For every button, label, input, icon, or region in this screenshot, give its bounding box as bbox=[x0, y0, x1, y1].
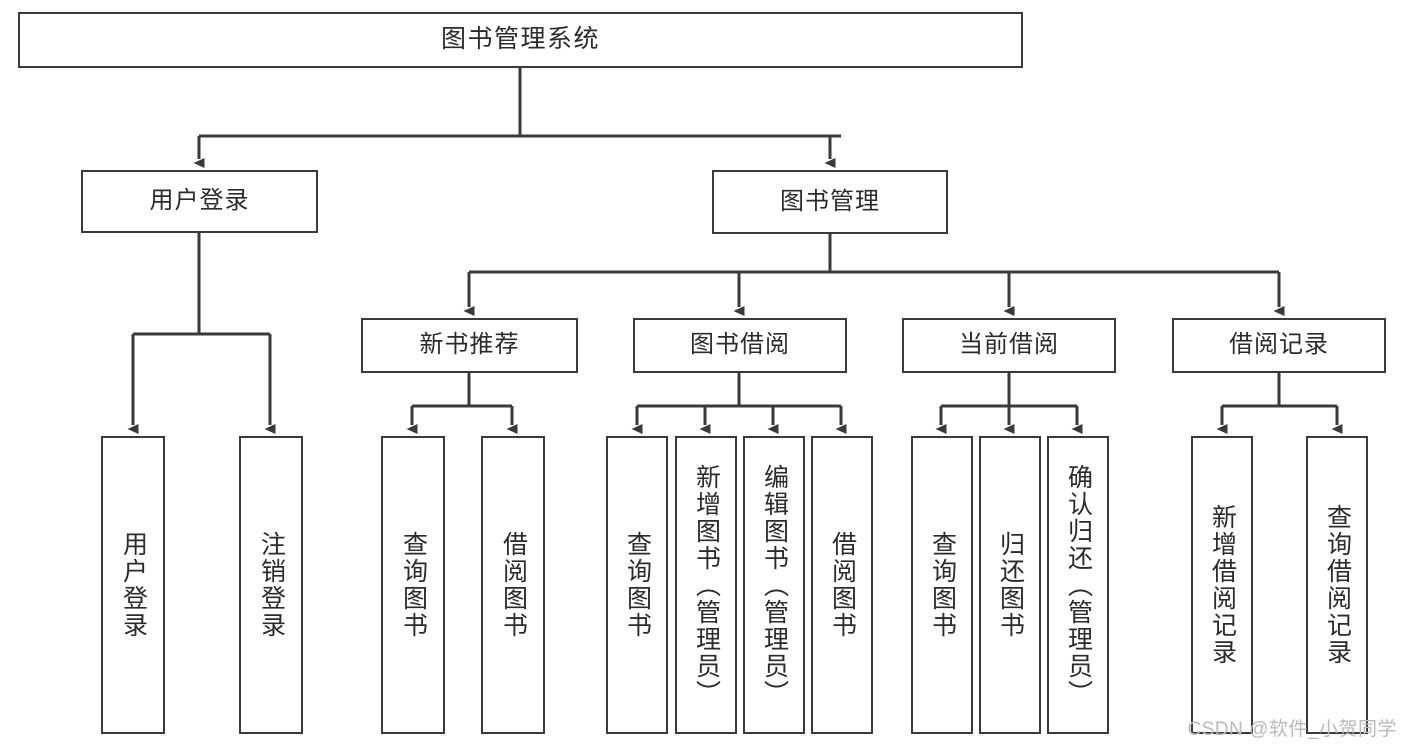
leaf-add-borrowing-record[interactable]: 新增借阅记录 bbox=[1191, 436, 1253, 734]
node-label: 图书借阅 bbox=[690, 331, 790, 359]
leaf-query-book-borrowing[interactable]: 查询图书 bbox=[606, 436, 668, 734]
node-new-book-recommendation[interactable]: 新书推荐 bbox=[361, 318, 578, 373]
node-label: 借阅图书 bbox=[828, 531, 857, 639]
leaf-add-book-admin[interactable]: 新增图书（管理员） bbox=[675, 436, 737, 734]
leaf-user-login[interactable]: 用户登录 bbox=[101, 436, 165, 734]
node-user-login[interactable]: 用户登录 bbox=[81, 170, 318, 233]
node-label: 当前借阅 bbox=[959, 331, 1059, 359]
leaf-query-borrowing-record[interactable]: 查询借阅记录 bbox=[1306, 436, 1368, 734]
leaf-edit-book-admin[interactable]: 编辑图书（管理员） bbox=[743, 436, 805, 734]
node-book-management[interactable]: 图书管理 bbox=[712, 170, 948, 234]
node-label: 查询图书 bbox=[928, 531, 957, 639]
node-current-borrowing[interactable]: 当前借阅 bbox=[902, 318, 1116, 373]
leaf-confirm-return-admin[interactable]: 确认归还（管理员） bbox=[1047, 436, 1109, 734]
node-label: 归还图书 bbox=[996, 531, 1025, 639]
node-borrowing-record[interactable]: 借阅记录 bbox=[1172, 318, 1386, 373]
node-label: 确认归还（管理员） bbox=[1064, 463, 1093, 707]
node-label: 用户登录 bbox=[149, 187, 250, 215]
node-label: 编辑图书（管理员） bbox=[760, 463, 789, 707]
node-label: 新增图书（管理员） bbox=[692, 463, 721, 707]
leaf-query-book-current[interactable]: 查询图书 bbox=[911, 436, 973, 734]
leaf-query-book-new-book[interactable]: 查询图书 bbox=[381, 436, 445, 734]
node-label: 注销登录 bbox=[257, 531, 286, 639]
node-label: 新增借阅记录 bbox=[1208, 504, 1237, 666]
csdn-watermark: CSDN @软件_小贺同学 bbox=[1187, 719, 1397, 740]
node-label: 借阅图书 bbox=[499, 531, 528, 639]
leaf-borrow-book-borrowing[interactable]: 借阅图书 bbox=[811, 436, 873, 734]
node-root-book-management-system[interactable]: 图书管理系统 bbox=[18, 12, 1023, 68]
leaf-borrow-book-new-book[interactable]: 借阅图书 bbox=[481, 436, 545, 734]
node-label: 借阅记录 bbox=[1229, 331, 1329, 359]
node-label: 图书管理 bbox=[780, 187, 880, 215]
leaf-logout[interactable]: 注销登录 bbox=[239, 436, 303, 734]
leaf-return-book[interactable]: 归还图书 bbox=[979, 436, 1041, 734]
node-label: 查询图书 bbox=[623, 531, 652, 639]
node-label: 新书推荐 bbox=[419, 331, 520, 359]
node-book-borrowing[interactable]: 图书借阅 bbox=[633, 318, 847, 373]
node-label: 用户登录 bbox=[119, 531, 148, 639]
node-label: 图书管理系统 bbox=[440, 25, 600, 54]
node-label: 查询图书 bbox=[399, 531, 428, 639]
node-label: 查询借阅记录 bbox=[1323, 504, 1352, 666]
